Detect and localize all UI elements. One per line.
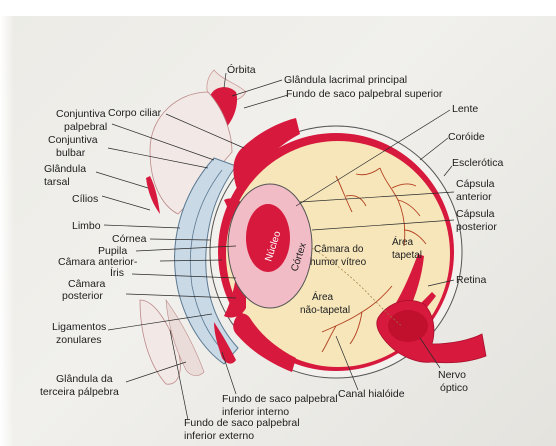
label-area-nao-tapetal-1: Área — [312, 290, 334, 303]
label-corpo-ciliar: Corpo ciliar — [108, 107, 162, 119]
label-glandula-tarsal-2: tarsal — [44, 176, 70, 188]
label-nervo-optico-1: Nervo — [438, 369, 466, 381]
label-area-tapetal-1: Área — [392, 235, 414, 248]
label-camara-humor-2: humor vítreo — [310, 257, 367, 268]
label-retina: Retina — [456, 274, 487, 286]
label-glandula-terceira-1: Glândula da — [56, 373, 113, 385]
label-iris: Íris — [110, 266, 124, 279]
label-cornea: Córnea — [112, 233, 147, 245]
label-camara-posterior-2: posterior — [62, 290, 103, 302]
label-conjuntiva-palpebral-2: palpebral — [64, 121, 107, 133]
label-orbita: Órbita — [227, 63, 256, 76]
label-coroide: Coróide — [448, 131, 485, 143]
label-limbo: Limbo — [72, 220, 101, 232]
label-capsula-posterior-2: posterior — [456, 221, 497, 233]
label-area-nao-tapetal-2: não-tapetal — [300, 305, 350, 316]
label-glandula-tarsal-1: Glândula — [44, 163, 86, 175]
label-capsula-anterior-1: Cápsula — [456, 178, 495, 190]
label-fundo-saco-superior: Fundo de saco palpebral superior — [286, 88, 443, 100]
label-ligamentos-1: Ligamentos — [52, 321, 106, 333]
label-fundo-inferior-interno-2: inferior interno — [222, 406, 289, 418]
label-capsula-anterior-2: anterior — [456, 191, 492, 203]
label-canal-hialoide: Canal hialóide — [338, 388, 405, 400]
label-capsula-posterior-1: Cápsula — [456, 208, 495, 220]
label-fundo-inferior-externo-2: inferior externo — [184, 430, 254, 442]
label-conjuntiva-bulbar-1: Conjuntiva — [48, 134, 98, 146]
label-lente: Lente — [452, 103, 478, 115]
label-area-tapetal-2: tapetal — [392, 250, 422, 261]
label-camara-posterior-1: Câmara — [68, 278, 106, 290]
label-cilios: Cílios — [72, 193, 98, 205]
label-nervo-optico-2: óptico — [440, 382, 468, 394]
disco-optico — [388, 310, 428, 342]
label-esclerotica: Esclerótica — [452, 157, 504, 169]
label-fundo-inferior-interno-1: Fundo de saco palpebral — [222, 393, 338, 405]
label-conjuntiva-bulbar-2: bulbar — [56, 147, 86, 159]
label-ligamentos-2: zonulares — [56, 334, 102, 346]
label-glandula-terceira-2: terceira pálpebra — [40, 386, 119, 398]
label-fundo-inferior-externo-1: Fundo de saco palpebral — [184, 417, 300, 429]
label-camara-anterior: Câmara anterior- — [58, 256, 138, 268]
label-conjuntiva-palpebral-1: Conjuntiva — [56, 108, 106, 120]
label-camara-humor-1: Câmara do — [314, 244, 364, 255]
label-glandula-lacrimal: Glândula lacrimal principal — [284, 74, 407, 86]
